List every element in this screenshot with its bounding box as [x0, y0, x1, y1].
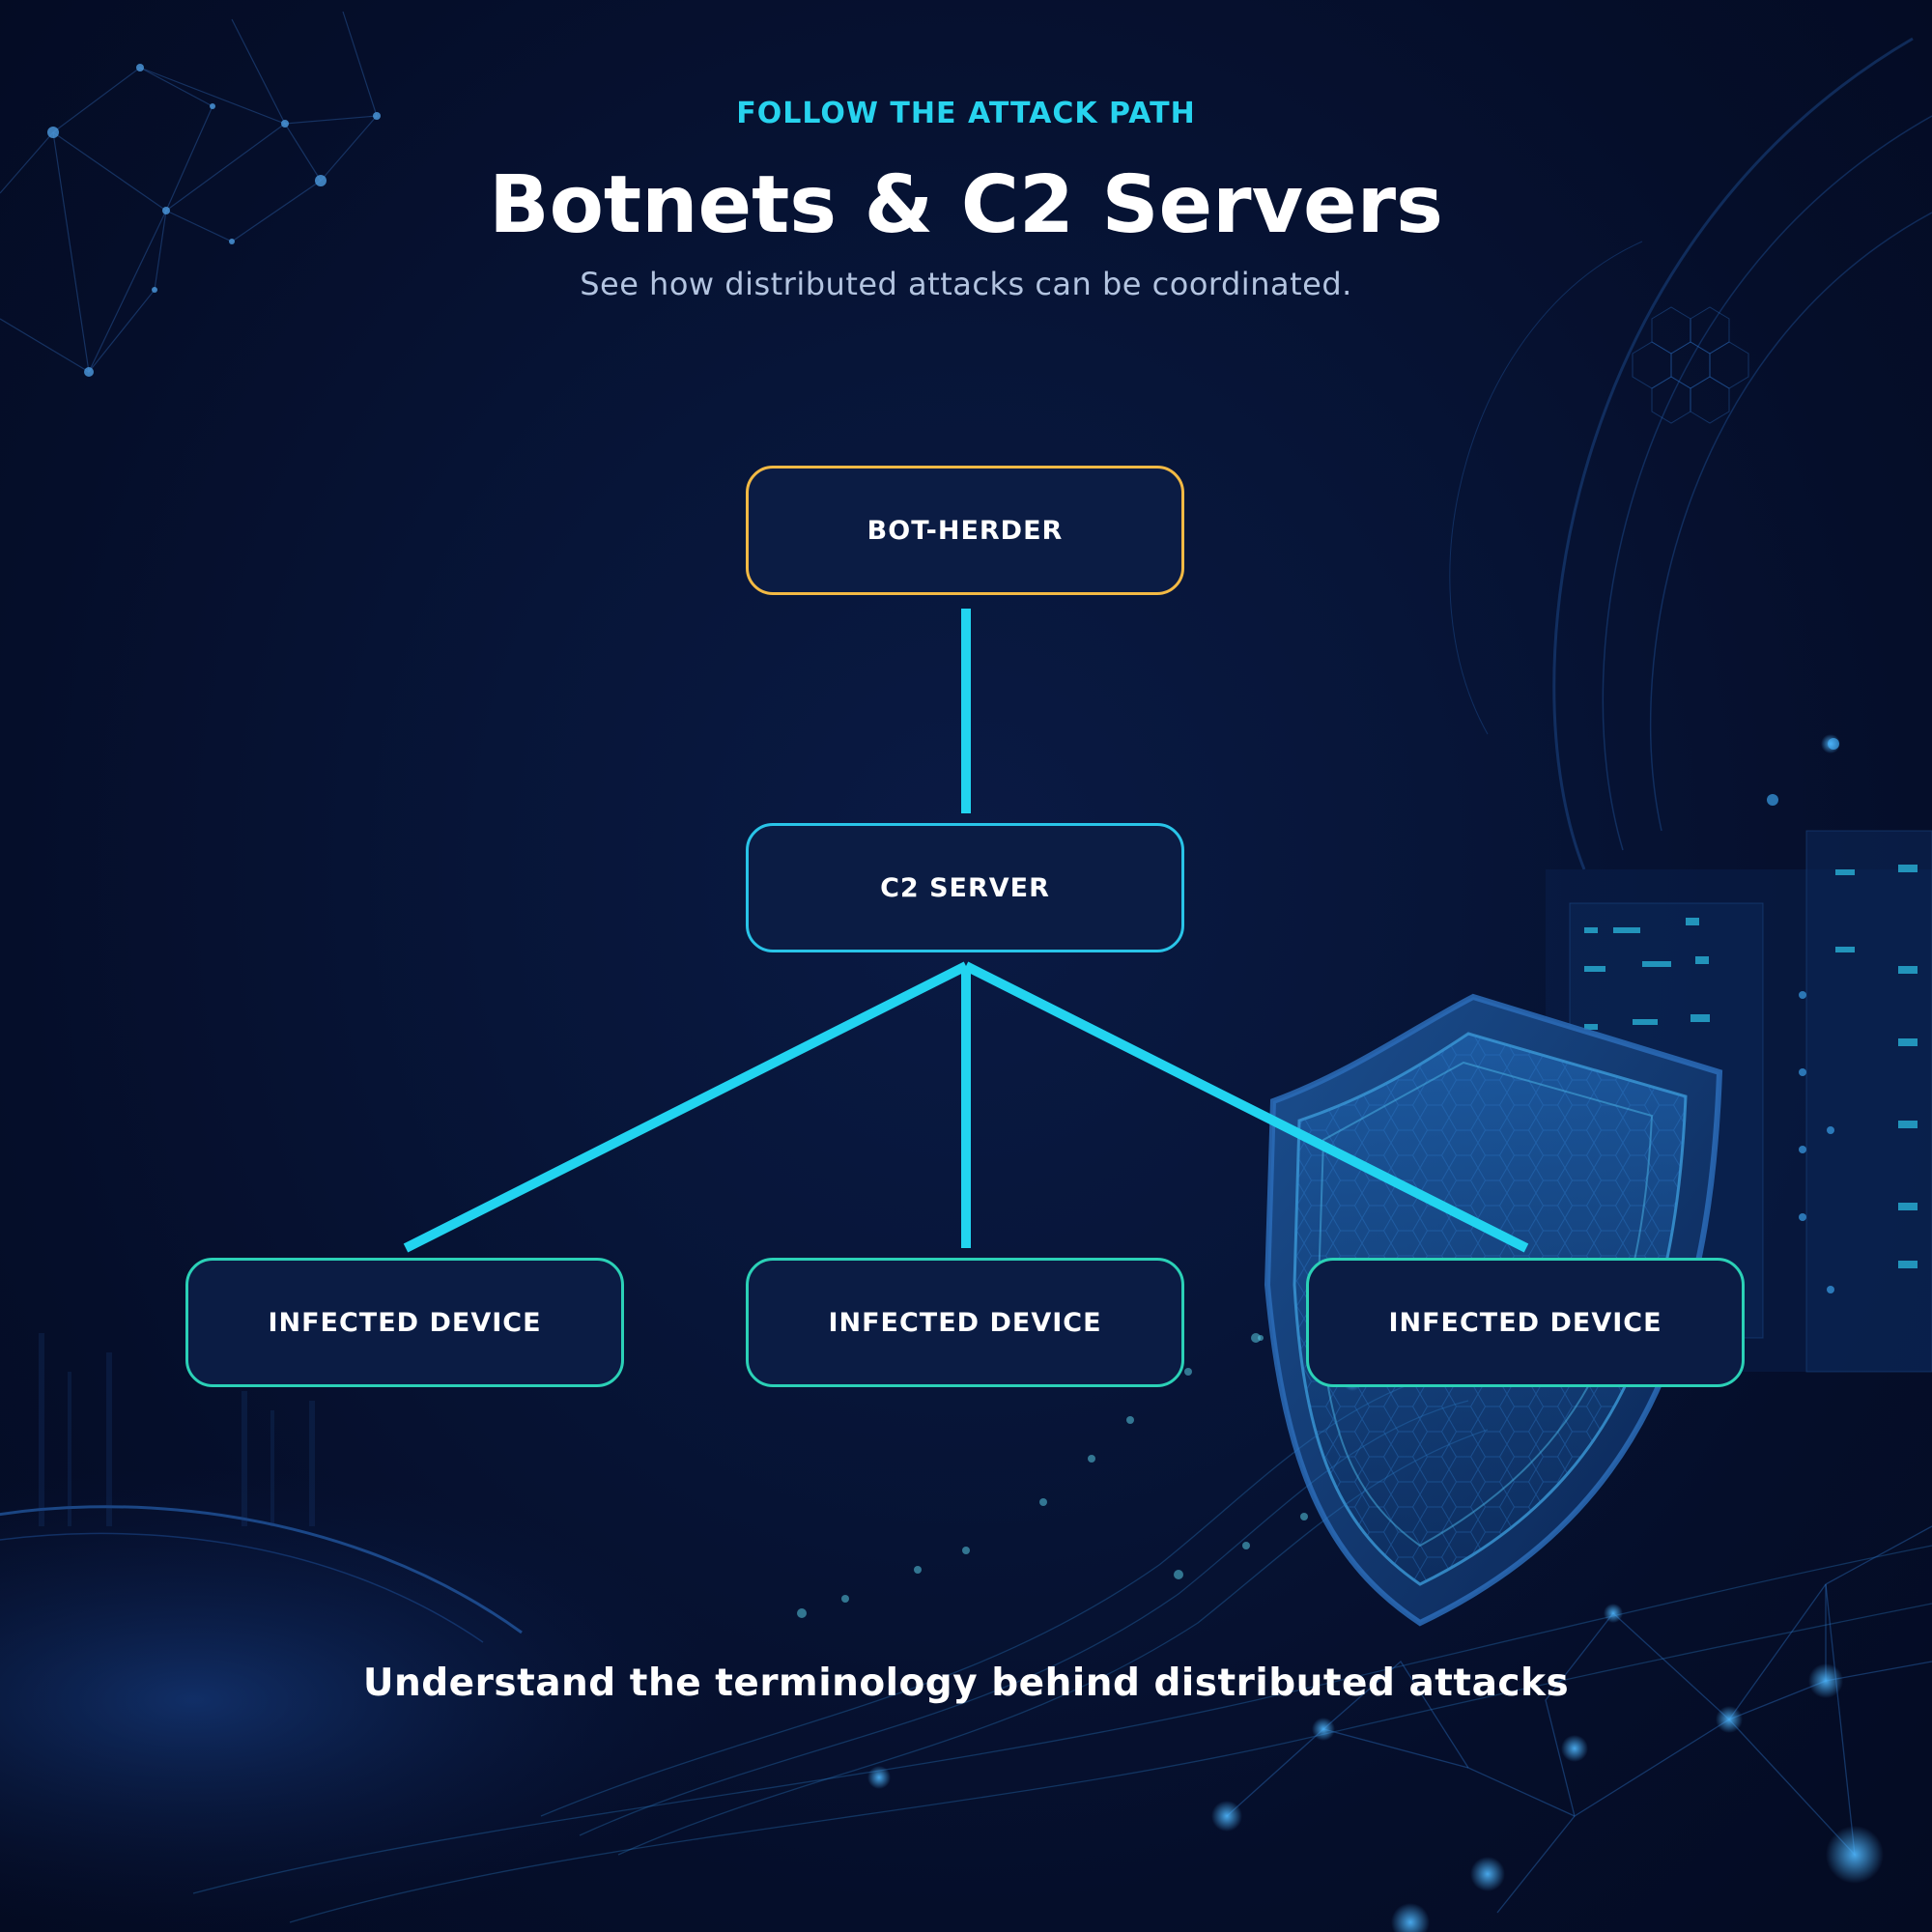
edge-c2-device-3 [963, 961, 1529, 1253]
globe-icon [1449, 37, 1932, 870]
edge-c2-device-1 [403, 961, 969, 1253]
page-title: Botnets & C2 Servers [489, 159, 1443, 251]
eyebrow-label: FOLLOW THE ATTACK PATH [736, 97, 1196, 130]
node-infected-device-1-label: INFECTED DEVICE [268, 1307, 542, 1338]
node-c2-server-label: C2 SERVER [880, 872, 1050, 903]
node-bot-herder-label: BOT-HERDER [867, 515, 1064, 546]
footer-tagline: Understand the terminology behind distri… [362, 1662, 1570, 1705]
node-infected-device-3: INFECTED DEVICE [1306, 1258, 1745, 1387]
node-infected-device-2-label: INFECTED DEVICE [828, 1307, 1102, 1338]
page-subtitle: See how distributed attacks can be coord… [580, 266, 1352, 302]
node-infected-device-1: INFECTED DEVICE [185, 1258, 624, 1387]
node-bot-herder: BOT-HERDER [746, 466, 1184, 595]
node-c2-server: C2 SERVER [746, 823, 1184, 952]
node-infected-device-3-label: INFECTED DEVICE [1388, 1307, 1662, 1338]
node-infected-device-2: INFECTED DEVICE [746, 1258, 1184, 1387]
